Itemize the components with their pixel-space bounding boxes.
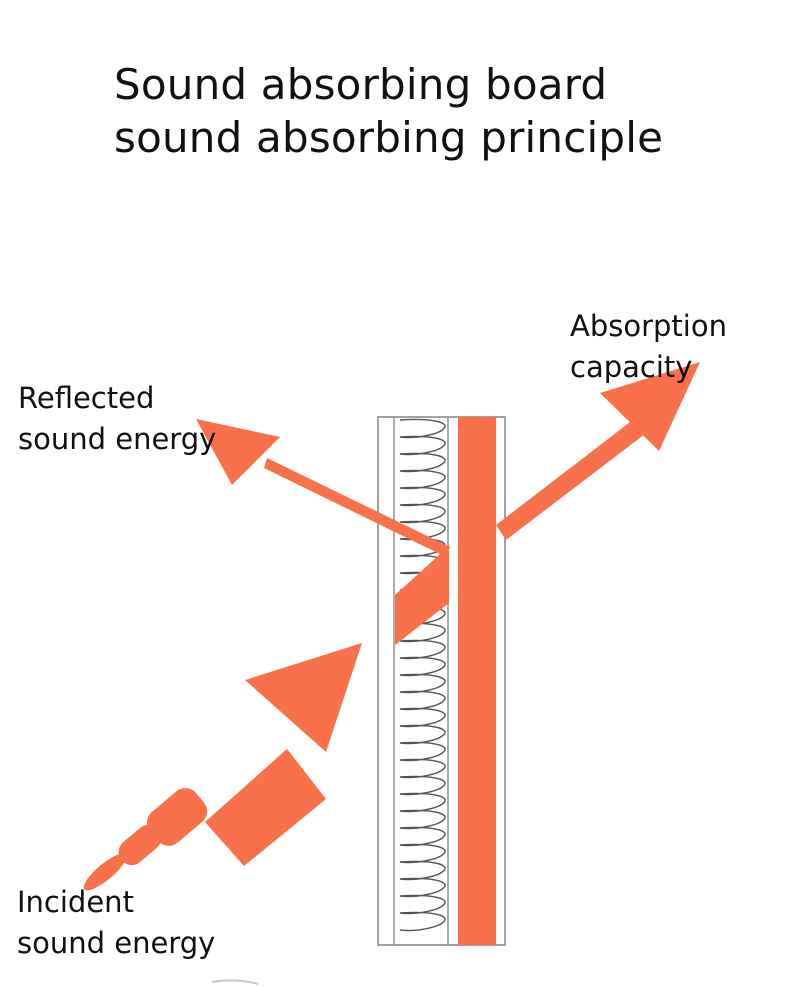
sound-absorbing-board bbox=[377, 416, 506, 946]
board-solid-layer bbox=[458, 417, 496, 945]
incident-label: Incident sound energy bbox=[17, 882, 215, 964]
incident-label-line-2: sound energy bbox=[17, 926, 216, 960]
absorption-arrow bbox=[496, 362, 700, 540]
incident-label-line-1: Incident bbox=[17, 885, 134, 919]
reflected-label: Reflected sound energy bbox=[18, 378, 216, 460]
absorption-label-line-2: capacity bbox=[570, 350, 693, 384]
title-line-1: Sound absorbing board bbox=[114, 60, 608, 109]
reflected-arrow bbox=[196, 419, 450, 557]
reflected-label-line-1: Reflected bbox=[18, 381, 155, 415]
board-fiber-wave bbox=[399, 418, 446, 932]
incident-trail-large bbox=[146, 788, 208, 846]
diagram-title: Sound absorbing board sound absorbing pr… bbox=[114, 58, 663, 164]
absorption-label-line-1: Absorption bbox=[570, 309, 727, 343]
bottom-smudge bbox=[211, 979, 259, 985]
reflected-label-line-2: sound energy bbox=[18, 422, 217, 456]
incident-arrow bbox=[83, 546, 449, 891]
incident-trail-medium bbox=[118, 824, 162, 866]
incident-trail-small bbox=[83, 853, 127, 891]
title-line-2: sound absorbing principle bbox=[114, 113, 664, 162]
absorption-label: Absorption capacity bbox=[570, 306, 727, 388]
